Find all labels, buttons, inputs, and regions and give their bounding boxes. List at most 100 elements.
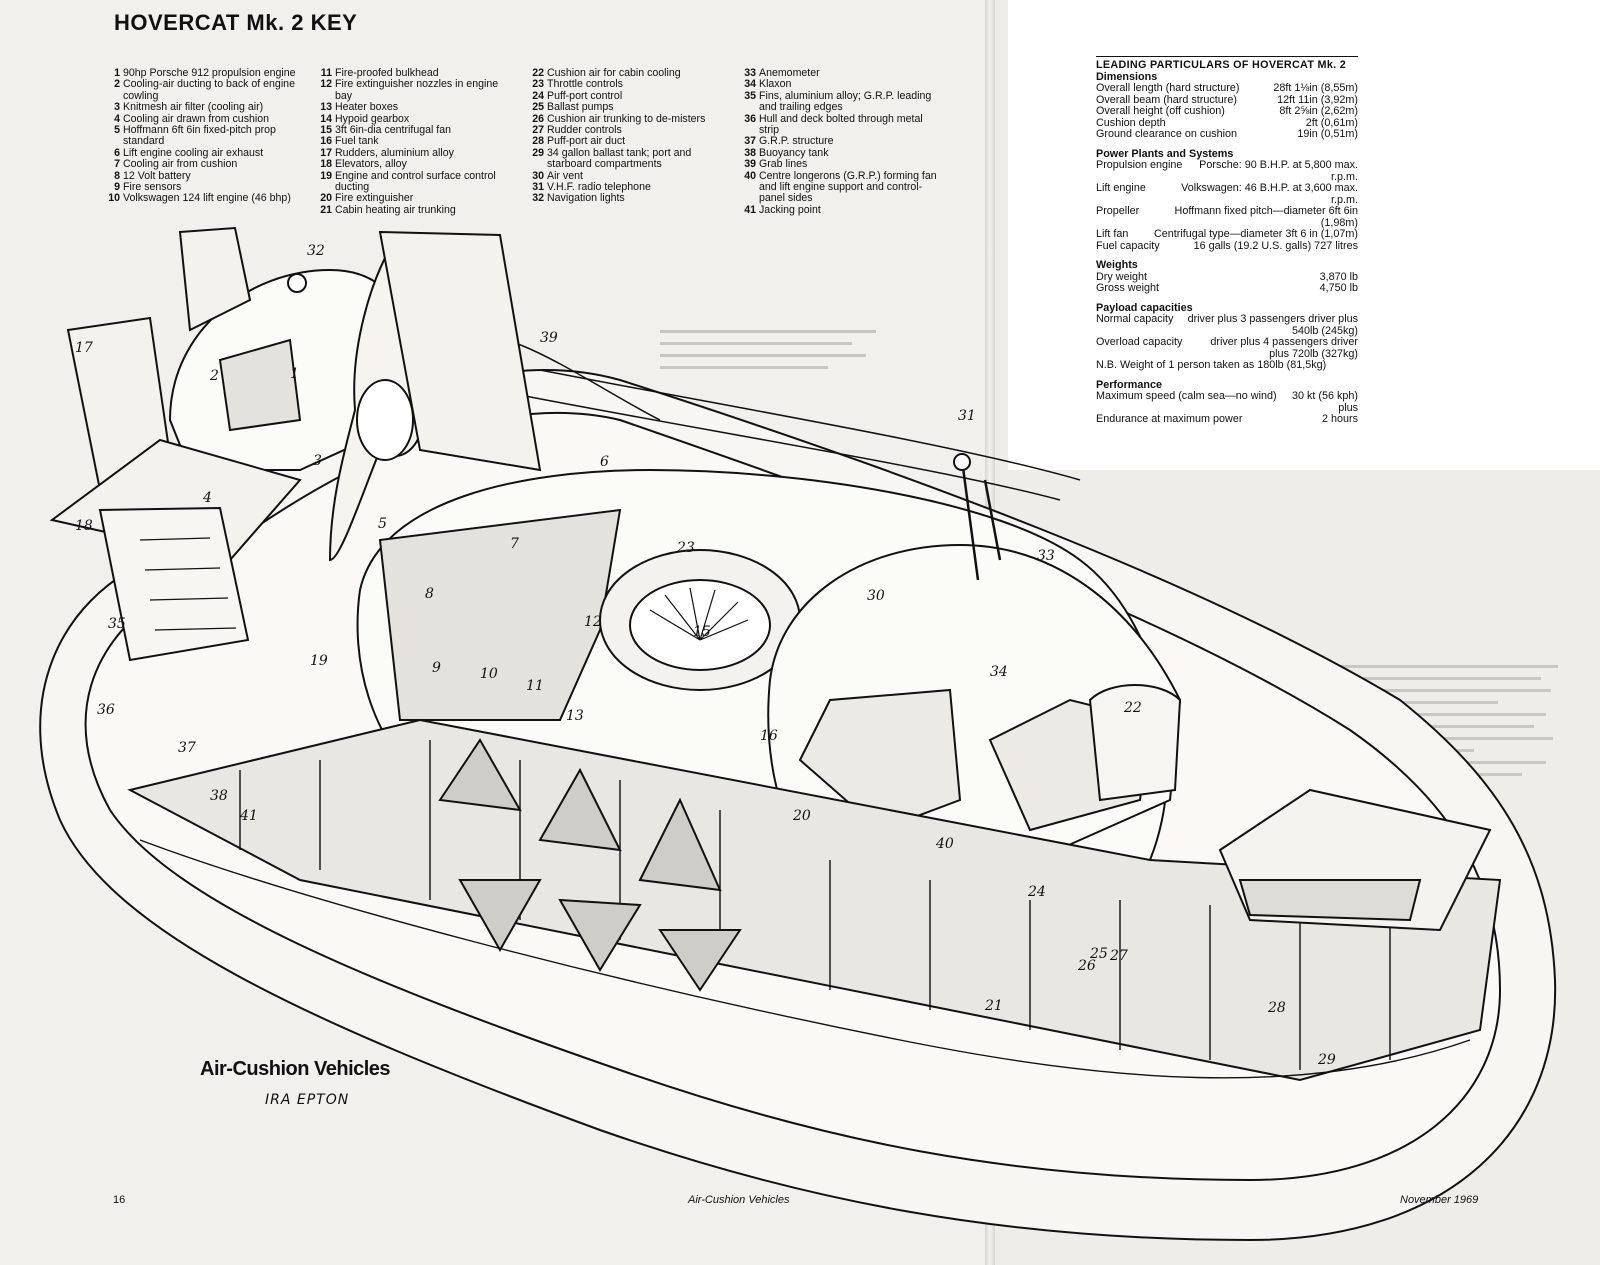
callout-label: 6 [600,454,609,470]
key-item-text: Heater boxes [335,101,399,114]
key-item-text: Cushion air trunking to de-misters [547,112,706,125]
key-item-text: Fuel tank [335,135,379,148]
particulars-heading: LEADING PARTICULARS OF HOVERCAT Mk. 2 [1096,59,1347,71]
key-item-text: 3ft 6in-dia centrifugal fan [335,124,452,137]
key-item-number: 1 [114,67,120,79]
particulars-label: Endurance at maximum power [1096,413,1243,425]
particulars-value: 8ft 2⅝in (2,62m) [1279,105,1358,117]
callout-label: 29 [1317,1052,1336,1068]
key-item-text: Fire extinguisher nozzles in engine bay [335,78,499,102]
callout-label: 41 [239,808,258,824]
key-item-number: 4 [114,112,120,125]
particulars-value: 12ft 11in (3,92m) [1277,93,1358,106]
key-item-number: 40 [744,169,756,182]
key-item-text: Lift engine cooling air exhaust [123,146,264,159]
key-item-text: 90hp Porsche 912 propulsion engine [123,67,296,79]
callout-label: 35 [108,616,126,632]
key-item-number: 22 [532,67,544,79]
particulars-label: Lift engine [1096,182,1146,194]
key-item-text: Fins, aluminium alloy; G.R.P. leading an… [759,89,932,114]
key-item-text: Air vent [547,169,583,182]
particulars-label: Dry weight [1096,270,1148,283]
particulars-value: driver plus 3 passengers driver plus 540… [1187,313,1358,337]
callout-label: 20 [792,808,811,824]
particulars-label: Overload capacity [1096,336,1183,348]
key-item-number: 10 [108,192,120,205]
particulars-row: Maximum speed (calm sea—no wind)30 kt (5… [1096,390,1358,414]
key-item-text: Volkswagen 124 lift engine (46 bhp) [123,192,291,205]
callout-label: 33 [1037,548,1055,564]
engine-bay [378,508,622,721]
nav-light [287,273,307,293]
key-item-text: Puff-port control [547,89,623,102]
leading-particulars-table: LEADING PARTICULARS OF HOVERCAT Mk. 2 Di… [1096,56,1358,426]
key-item-number: 6 [114,146,120,159]
particulars-label: Overall beam (hard structure) [1096,93,1238,106]
particulars-value: 16 galls (19.2 U.S. galls) 727 litres [1193,239,1358,252]
callout-label: 11 [526,678,544,694]
key-item-number: 2 [114,78,120,91]
key-item-number: 34 [744,78,756,91]
key-item-number: 9 [114,181,120,194]
key-item-number: 14 [320,112,332,125]
particulars-value: 28ft 1⅛in (8,55m) [1273,82,1358,94]
key-item-text: Anemometer [759,67,820,79]
key-item-number: 3 [114,101,120,114]
key-item-text: Rudder controls [547,124,622,137]
callout-label: 7 [510,536,519,552]
callout-label: 21 [984,998,1003,1014]
grab-line [517,343,661,421]
particulars-label: N.B. Weight of 1 person taken as 180lb (… [1096,359,1327,371]
callout-label: 22 [1123,700,1142,716]
key-item-number: 37 [744,135,756,148]
callout-label: 10 [480,666,498,682]
callout-label: 8 [425,586,434,602]
particulars-section-title: Power Plants and Systems [1096,147,1234,160]
callout-label: 19 [310,653,328,669]
page-title: HOVERCAT Mk. 2 KEY [114,10,358,35]
callout-label: 31 [958,408,976,424]
particulars-value: 2 hours [1321,413,1358,425]
key-item-text: Fire extinguisher [335,192,414,205]
particulars-section-title: Weights [1096,259,1138,271]
callout-label: 23 [676,540,695,556]
particulars-label: Lift fan [1096,228,1129,240]
callout-label: 15 [693,624,711,640]
callout-label: 5 [378,516,387,532]
key-item-number: 15 [320,124,332,137]
callout-label: 26 [1077,958,1096,974]
key-item-text: Hoffmann 6ft 6in fixed-pitch prop standa… [123,124,276,148]
key-item-number: 38 [744,146,756,159]
particulars-value: driver plus 4 passengers driver plus 720… [1210,336,1358,360]
key-item-text: Jacking point [759,203,821,216]
magazine-brand: Air-Cushion Vehicles [200,1058,391,1080]
page-number: 16 [113,1194,126,1206]
key-item-text: Throttle controls [547,78,623,91]
particulars-section-title: Dimensions [1096,70,1158,83]
footer-date: November 1969 [1400,1194,1479,1206]
